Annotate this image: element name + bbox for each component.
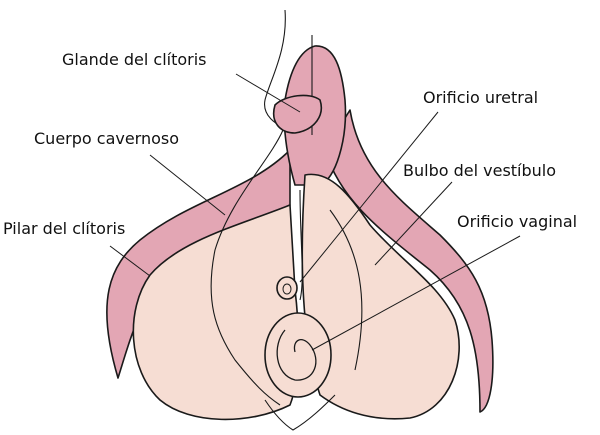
right-crus	[324, 109, 494, 413]
label-crus: Pilar del clítoris	[3, 219, 126, 238]
label-urethral-orifice: Orificio uretral	[423, 88, 539, 107]
leader-lines	[109, 73, 521, 351]
label-corpus-cavernosum: Cuerpo cavernoso	[34, 129, 180, 148]
label-vaginal-orifice: Orificio vaginal	[457, 212, 578, 231]
vaginal-orifice	[264, 312, 332, 398]
label-vestibular-bulb: Bulbo del vestíbulo	[403, 161, 557, 180]
urethral-orifice	[276, 276, 298, 300]
label-glans: Glande del clítoris	[62, 50, 207, 69]
glans	[273, 94, 322, 134]
